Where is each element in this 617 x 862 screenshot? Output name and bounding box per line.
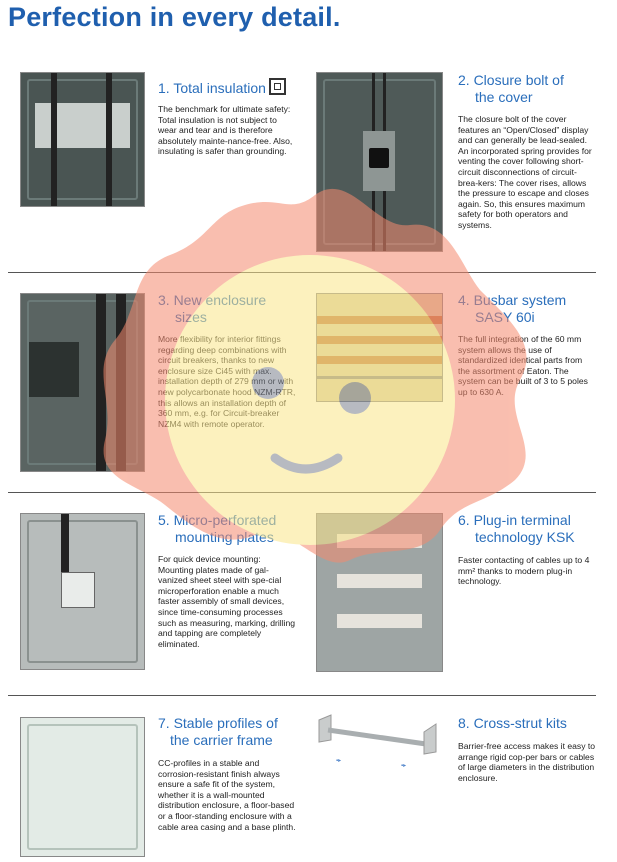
enclosure-sizes-image: [20, 293, 145, 472]
cross-strut-kit-image: ▪▸ ▪▸: [316, 712, 441, 772]
section-body: CC-profiles in a stable and corrosion-re…: [158, 758, 296, 832]
closure-bolt-image: [316, 72, 443, 252]
total-insulation-image: [20, 72, 145, 207]
section-body: Faster contacting of cables up to 4 mm² …: [458, 555, 590, 587]
divider: [8, 492, 596, 493]
svg-text:▪▸: ▪▸: [401, 763, 406, 769]
section-body: For quick device mounting: Mounting plat…: [158, 554, 296, 649]
section-body: Barrier-free access makes it easy to arr…: [458, 741, 596, 783]
page-title: Perfection in every detail.: [8, 2, 341, 32]
carrier-frame-image: [20, 717, 145, 857]
plug-in-terminal-image: [316, 513, 443, 672]
section-heading-cross-strut-kits: 8. Cross-strut kits: [458, 715, 567, 731]
section-body: The benchmark for ultimate safety: Total…: [158, 104, 293, 157]
micro-perforated-plate-image: [20, 513, 145, 670]
divider: [8, 695, 596, 696]
section-body: The closure bolt of the cover features a…: [458, 114, 592, 230]
divider: [8, 272, 596, 273]
svg-text:▪▸: ▪▸: [336, 758, 341, 764]
section-heading-total-insulation: 1. Total insulation: [158, 78, 286, 97]
busbar-system-image: [316, 293, 443, 402]
section-body: More flexibility for interior fittings r…: [158, 334, 296, 429]
total-insulation-symbol-icon: [268, 78, 286, 95]
section-body: The full integration of the 60 mm system…: [458, 334, 588, 397]
